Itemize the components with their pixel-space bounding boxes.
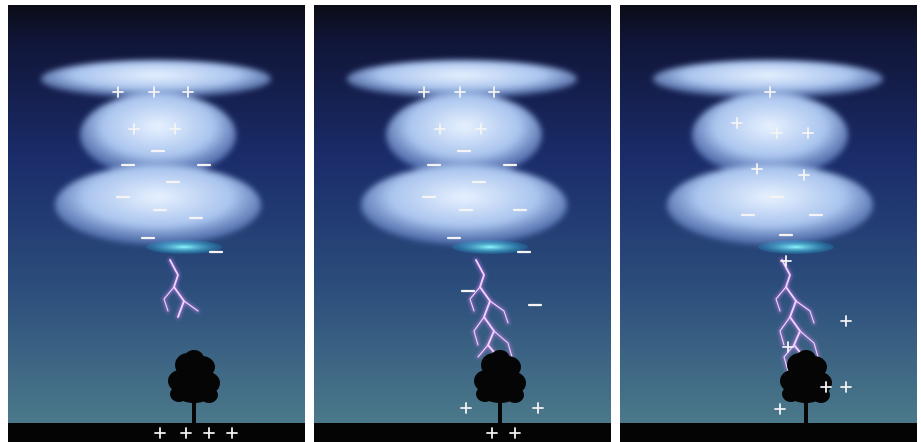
charge-markers <box>418 86 544 439</box>
positive-charge-icon <box>802 127 814 139</box>
tree-trunk <box>192 385 196 425</box>
lightning-bolt <box>162 257 200 320</box>
panel-3-scene <box>620 5 917 442</box>
lightning-segment <box>163 286 175 312</box>
tree-canopy <box>782 386 800 402</box>
tree-canopy <box>170 386 188 402</box>
lightning-segment <box>799 330 819 358</box>
lightning-segment <box>783 344 795 372</box>
positive-charge-icon <box>112 86 124 98</box>
positive-charge-icon <box>840 315 852 327</box>
positive-charge-icon <box>780 255 792 267</box>
lightning-segment <box>795 300 815 324</box>
tree-canopy <box>184 350 204 368</box>
tree-canopy <box>476 386 494 402</box>
panel-return-stroke <box>620 5 917 442</box>
tree-canopy <box>796 350 816 368</box>
cloud-charge-base <box>758 240 834 254</box>
positive-charge-icon <box>454 86 466 98</box>
cloud-middle <box>80 93 236 177</box>
positive-charge-icon <box>128 123 140 135</box>
positive-charge-icon <box>764 86 776 98</box>
positive-charge-icon <box>532 402 544 414</box>
charge-markers <box>112 86 238 439</box>
lightning-segment <box>469 286 481 312</box>
positive-charge-icon <box>154 427 166 439</box>
cloud-lower <box>55 165 261 245</box>
tree-icon <box>474 350 526 425</box>
positive-charge-icon <box>475 123 487 135</box>
tree-canopy <box>490 350 510 368</box>
tree-canopy <box>812 387 830 403</box>
cloud-middle <box>386 93 542 177</box>
positive-charge-icon <box>182 86 194 98</box>
positive-charge-icon <box>180 427 192 439</box>
lightning-segment <box>779 316 791 346</box>
positive-charge-icon <box>782 341 794 353</box>
tree-trunk <box>804 385 808 425</box>
lightning-segment <box>475 259 499 358</box>
tree-icon <box>780 350 832 425</box>
cloud-lower <box>667 165 873 245</box>
cloud-anvil-top <box>653 60 883 98</box>
charge-markers <box>731 86 852 415</box>
cloud-lower <box>361 165 567 245</box>
lightning-segment <box>489 300 509 324</box>
panel-descending-leader <box>314 5 611 442</box>
positive-charge-icon <box>460 402 472 414</box>
panel-initial-leader <box>8 5 305 442</box>
cloud-charge-base <box>146 240 222 254</box>
lightning-segment <box>477 344 489 358</box>
storm-cloud <box>347 60 577 245</box>
tree-icon <box>168 350 220 425</box>
cloud-middle <box>692 93 848 177</box>
panel-1-scene <box>8 5 305 442</box>
lightning-segment <box>183 300 199 312</box>
lightning-segment <box>493 330 513 358</box>
ground <box>620 423 917 442</box>
tree-canopy <box>200 387 218 403</box>
positive-charge-icon <box>434 123 446 135</box>
positive-charge-icon <box>820 381 832 393</box>
positive-charge-icon <box>751 163 763 175</box>
positive-charge-icon <box>486 427 498 439</box>
lightning-segment <box>473 316 485 346</box>
positive-charge-icon <box>509 427 521 439</box>
positive-charge-icon <box>226 427 238 439</box>
panel-2-scene <box>314 5 611 442</box>
tree-canopy <box>506 387 524 403</box>
storm-cloud <box>41 60 271 245</box>
positive-charge-icon <box>774 403 786 415</box>
lightning-segment <box>775 286 787 312</box>
tree-trunk <box>498 385 502 425</box>
lightning-bolt <box>468 257 514 360</box>
positive-charge-icon <box>418 86 430 98</box>
ground <box>314 423 611 442</box>
positive-charge-icon <box>771 127 783 139</box>
positive-charge-icon <box>169 123 181 135</box>
positive-charge-icon <box>148 86 160 98</box>
storm-cloud <box>653 60 883 245</box>
positive-charge-icon <box>488 86 500 98</box>
positive-charge-icon <box>798 169 810 181</box>
positive-charge-icon <box>840 381 852 393</box>
positive-charge-icon <box>203 427 215 439</box>
cloud-charge-base <box>452 240 528 254</box>
positive-charge-icon <box>731 117 743 129</box>
cloud-anvil-top <box>41 60 271 98</box>
cloud-anvil-top <box>347 60 577 98</box>
